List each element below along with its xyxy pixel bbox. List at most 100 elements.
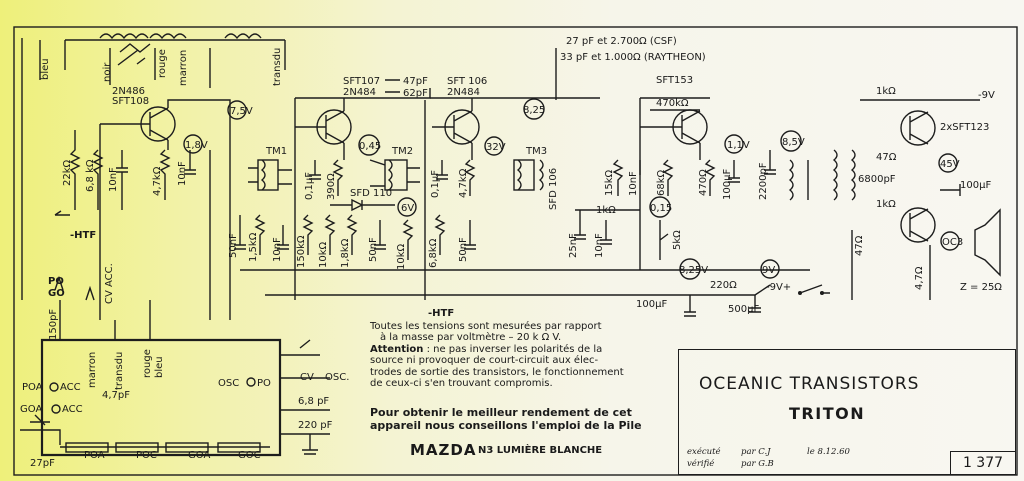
c-100uf-label: 100µF <box>722 169 733 200</box>
speaker-impedance: Z = 25Ω <box>960 282 1002 293</box>
r-1k-b-label: 1kΩ <box>876 199 896 210</box>
tm1-coil <box>257 159 279 191</box>
strip-goa: GOA <box>188 450 210 461</box>
htf-left: -HTF <box>70 230 96 241</box>
tuner-cv: CV <box>300 372 314 383</box>
model-name: TRITON <box>789 404 866 423</box>
sheet-border <box>13 26 1018 476</box>
c-2200pf-label: 2200pF <box>758 162 769 200</box>
strip-color-rouge: rouge <box>142 349 153 378</box>
t2-type2: 2N484 <box>343 87 376 98</box>
verified-label: vérifié <box>687 459 715 469</box>
r-47-label: 47Ω <box>876 152 897 163</box>
reco-line1: Pour obtenir le meilleur rendement de ce… <box>370 406 632 419</box>
strip-color-marron: marron <box>87 352 98 388</box>
c-25nf-label: 25nF <box>568 233 579 258</box>
tuner-goa: GOA <box>20 404 42 415</box>
tuner-poa: POA <box>22 382 43 393</box>
voltage-9: 9V <box>762 265 775 276</box>
note-attention: Attention : ne pas inverser les polarité… <box>370 344 668 355</box>
voltage-75: 7,5V <box>230 106 253 117</box>
voltage-minus9: -9V <box>978 90 995 101</box>
r-68k-b-label: 68kΩ <box>656 169 667 196</box>
tuner-strip-box-poa <box>65 442 109 453</box>
r-470k-label: 470kΩ <box>656 98 689 109</box>
tuner-c68: 6,8 pF <box>298 396 329 407</box>
note-line6: de ceux-ci s'en trouvant compromis. <box>370 378 553 390</box>
voltage-badge-18 <box>183 134 203 154</box>
r-68k-label: 6,8 kΩ <box>85 159 96 192</box>
tuner-strip-box-poc <box>115 442 159 453</box>
tuner-acc2: ACC <box>62 404 83 415</box>
r-10k-label: 10kΩ <box>318 241 329 268</box>
t3-type2: 2N484 <box>447 87 480 98</box>
wire-label-rouge: rouge <box>157 49 168 78</box>
tm3-label: TM3 <box>525 146 547 157</box>
htf-center: -HTF <box>428 308 454 319</box>
c-10nf-d-label: 10nF <box>272 237 283 262</box>
tm2-coil <box>384 159 408 191</box>
c-10nf-b-label: 10nF <box>177 161 188 186</box>
date: le 8.12.60 <box>807 447 850 457</box>
voltage-badge-9 <box>760 259 780 279</box>
tm1-label: TM1 <box>265 146 287 157</box>
notes-block: Toutes les tensions sont mesurées par ra… <box>370 321 668 389</box>
r-15k-label: 1,5kΩ <box>248 232 259 262</box>
voltage-badge-825b <box>679 258 701 280</box>
t2-type: SFT107 <box>343 76 380 87</box>
voltage-badge-45 <box>938 153 958 173</box>
c-47pf-label: 47pF <box>403 76 428 87</box>
voltage-85: 8,5V <box>782 137 805 148</box>
c-500uf-label: 500µF <box>728 304 759 315</box>
tuner-strip-box-goa <box>165 442 209 453</box>
voltage-badge-85 <box>780 130 802 152</box>
note-line5: trodes de sortie des transistors, le fon… <box>370 366 624 378</box>
note-line4: source ni provoquer de court-circuit aux… <box>370 355 599 367</box>
r-15k-b-label: 15kΩ <box>604 169 615 196</box>
wire-label-bleu: bleu <box>40 58 51 80</box>
wire-label-marron: marron <box>178 50 189 86</box>
c-01uf-label: 0,1µF <box>304 172 315 200</box>
t5-type: 2xSFT123 <box>940 122 989 133</box>
diode-sfd106: SFD 106 <box>548 168 559 210</box>
note-line3: : ne pas inverser les polarités de la <box>423 343 603 355</box>
t4-type: SFT153 <box>656 75 693 86</box>
tuner-c47: 4,7pF <box>102 390 130 401</box>
strip-goc: GOC <box>238 450 261 461</box>
voltage-badge-6 <box>397 197 417 217</box>
wire-label-transdu: transdu <box>272 48 283 86</box>
c-100uf-c-label: 100µF <box>636 299 667 310</box>
c-50nf-c-label: 50nF <box>458 237 469 262</box>
attention-label: Attention <box>370 343 424 355</box>
tuner-cv-acc: CV ACC. <box>104 263 115 304</box>
r-47-b-label: 47Ω <box>854 235 865 256</box>
r-47-c-label: 4,7Ω <box>914 266 925 290</box>
c-50nf-label: 50nF <box>228 233 239 258</box>
transistor-t5b-symbol <box>900 207 936 243</box>
voltage-015: 0,15 <box>650 203 672 214</box>
reco-line2: appareil nous conseillons l'emploi de la… <box>370 419 642 432</box>
r-5k-label: 5kΩ <box>672 230 683 250</box>
c-10nf-a-label: 10nF <box>108 167 119 192</box>
r-68k-c-label: 6,8kΩ <box>428 238 439 268</box>
voltage-825: 8,25 <box>523 105 545 116</box>
strip-color-transdu: transdu <box>114 352 125 390</box>
strip-color-bleu: bleu <box>154 356 165 378</box>
t1-type2: SFT108 <box>112 96 149 107</box>
c-10nf-c-label: 10nF <box>628 171 639 196</box>
voltage-badge-11 <box>724 134 744 154</box>
r-47k-label: 4,7kΩ <box>152 166 163 196</box>
tuner-po2: PO <box>257 378 271 389</box>
tuner-strip-box-goc <box>217 442 261 453</box>
strip-poc: POC <box>136 450 157 461</box>
r-220-label: 220Ω <box>710 280 737 291</box>
r-390-label: 390Ω <box>326 173 337 200</box>
tm3-coil <box>513 159 535 191</box>
verified-by: par G.B <box>741 459 774 469</box>
c-100uf-b-label: 100µF <box>960 180 991 191</box>
voltage-badge-825 <box>523 98 545 120</box>
transistor-t5a-symbol <box>900 110 936 146</box>
voltage-18: 1,8V <box>185 140 208 151</box>
note-line1: Toutes les tensions sont mesurées par ra… <box>370 321 602 332</box>
